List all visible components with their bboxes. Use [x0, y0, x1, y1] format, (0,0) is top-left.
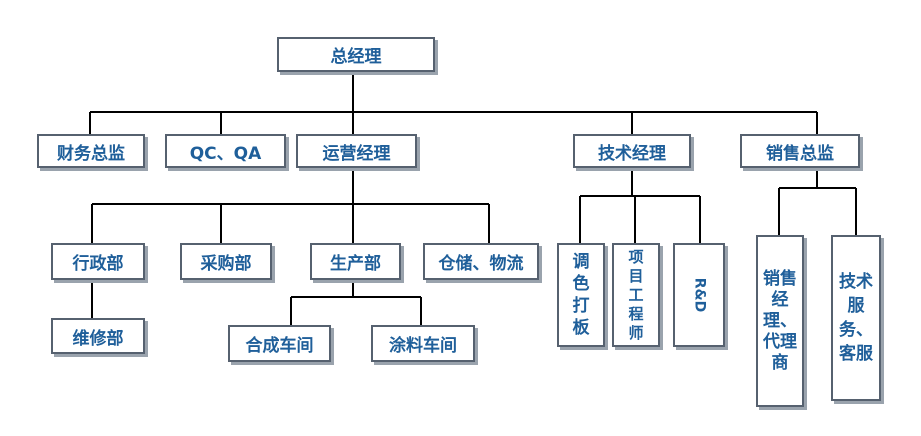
node-synthesis-workshop: 合成车间 — [228, 325, 331, 362]
node-warehouse-logistics: 仓储、物流 — [423, 243, 539, 280]
node-purchasing-dept: 采购部 — [180, 243, 272, 280]
node-rnd-label: R&D — [691, 277, 707, 313]
node-admin-dept: 行政部 — [51, 243, 145, 280]
node-sales-director: 销售总监 — [740, 134, 860, 168]
node-production-dept: 生产部 — [310, 243, 401, 280]
node-project-engineer: 项目工程师 — [612, 243, 660, 347]
node-coating-workshop: 涂料车间 — [371, 325, 475, 362]
node-operations-manager: 运营经理 — [296, 134, 417, 168]
node-qc-qa: QC、QA — [165, 134, 286, 168]
node-color-matching: 调色打板 — [557, 243, 605, 347]
node-tech-service: 技术服务、客服 — [831, 235, 881, 401]
node-rnd: R&D — [673, 243, 725, 347]
node-general-manager: 总经理 — [277, 37, 435, 72]
node-technical-manager: 技术经理 — [573, 134, 691, 168]
node-sales-manager-agent: 销售经理、代理商 — [756, 235, 804, 407]
node-maintenance-dept: 维修部 — [51, 318, 145, 354]
node-finance-director: 财务总监 — [37, 134, 145, 168]
